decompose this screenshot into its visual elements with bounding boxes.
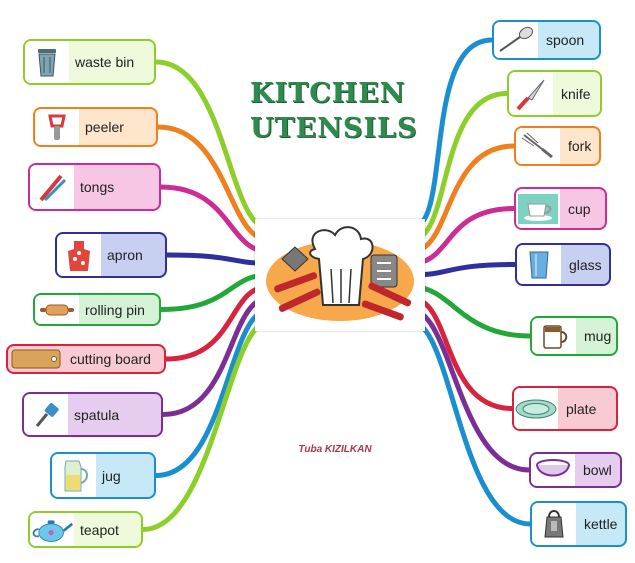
node-label: peeler — [85, 119, 124, 135]
node-cutting-board: cutting board — [6, 344, 166, 374]
teapot-icon — [30, 513, 74, 546]
node-label: rolling pin — [85, 301, 145, 318]
node-label: waste bin — [75, 54, 135, 70]
node-kettle: kettle — [530, 501, 627, 547]
bowl-icon — [531, 454, 575, 486]
branch-jug — [153, 307, 271, 478]
branch-waste-bin — [153, 59, 271, 231]
rolling-pin-icon — [35, 295, 79, 324]
node-jug: jug — [50, 452, 156, 499]
node-label: bowl — [583, 462, 612, 478]
node-label: fork — [568, 138, 592, 154]
node-mug: mug — [530, 316, 618, 356]
node-label: mug — [584, 328, 612, 344]
node-teapot: teapot — [28, 511, 143, 548]
node-label: teapot — [80, 521, 119, 538]
branch-spatula — [160, 296, 271, 417]
apron-icon — [57, 234, 101, 276]
branch-apron — [164, 252, 271, 266]
node-apron: apron — [55, 232, 167, 278]
node-label: apron — [107, 247, 143, 263]
branch-kettle — [409, 319, 533, 527]
node-label: cup — [568, 200, 591, 217]
diagram-title-line-1: KITCHEN — [250, 78, 406, 109]
node-label: tongs — [80, 179, 115, 195]
node-label: kettle — [584, 516, 618, 532]
node-rolling-pin: rolling pin — [33, 293, 161, 326]
node-label: knife — [561, 85, 591, 102]
diagram-title-line-2: UTENSILS — [250, 113, 418, 144]
jug-icon — [52, 454, 96, 497]
spoon-icon — [494, 22, 538, 58]
node-fork: fork — [514, 126, 601, 166]
peeler-icon — [35, 109, 79, 145]
node-label: plate — [566, 400, 597, 417]
cutting-board-icon — [8, 346, 64, 372]
central-chef-image — [255, 219, 425, 331]
node-label: cutting board — [70, 351, 151, 367]
branch-peeler — [155, 124, 271, 243]
node-peeler: peeler — [33, 107, 158, 147]
node-cup: cup — [514, 187, 607, 230]
tongs-icon — [30, 165, 74, 209]
knife-icon — [509, 72, 553, 115]
node-label: spoon — [546, 32, 585, 48]
node-bowl: bowl — [529, 452, 622, 488]
node-label: spatula — [74, 406, 120, 423]
branch-fork — [409, 143, 517, 254]
plate-icon — [514, 388, 558, 429]
chef-hat-utensils-icon — [266, 226, 414, 321]
node-knife: knife — [507, 70, 602, 117]
author-credit: Tuba KIZILKAN — [298, 444, 372, 455]
node-spoon: spoon — [492, 20, 601, 60]
kettle-icon — [532, 503, 576, 545]
node-spatula: spatula — [22, 392, 163, 437]
glass-icon — [517, 245, 561, 284]
branch-glass — [409, 262, 518, 278]
branch-teapot — [140, 319, 271, 532]
waste-bin-icon — [25, 41, 69, 83]
node-label: jug — [102, 467, 121, 484]
node-glass: glass — [515, 243, 611, 286]
mug-icon — [532, 318, 576, 354]
fork-icon — [516, 128, 560, 164]
spatula-icon — [24, 394, 68, 435]
branch-bowl — [409, 307, 532, 473]
cup-icon — [516, 189, 560, 228]
node-waste-bin: waste bin — [23, 39, 156, 85]
node-plate: plate — [512, 386, 618, 431]
node-tongs: tongs — [28, 163, 161, 211]
node-label: glass — [569, 256, 602, 273]
